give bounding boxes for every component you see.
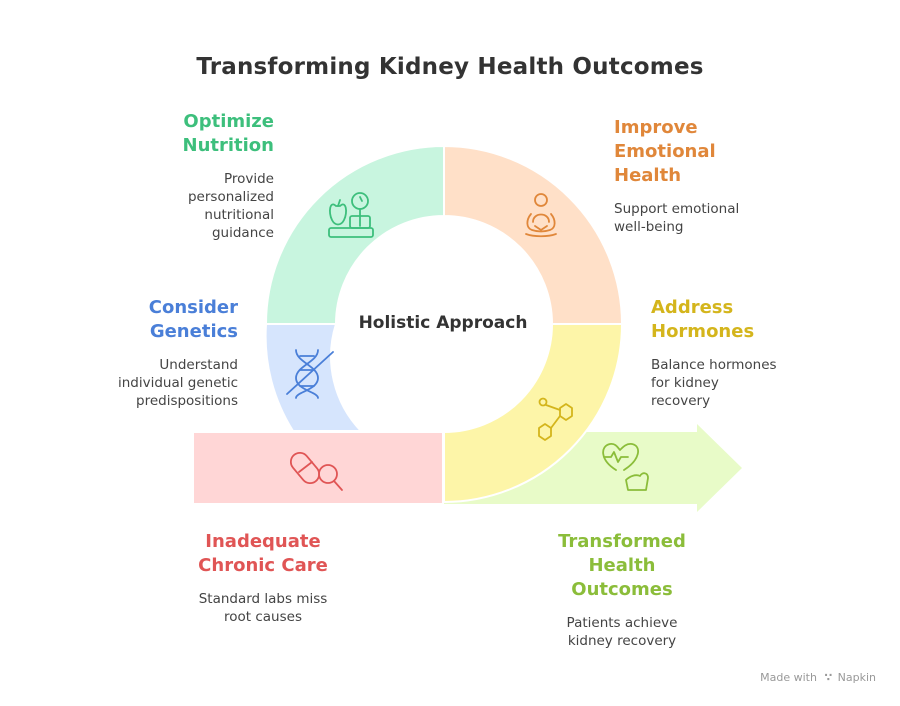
- genetics-heading: Consider Genetics: [148, 297, 238, 342]
- footer-brand: Napkin: [837, 671, 876, 684]
- ring-segment-nutrition: [264, 144, 445, 325]
- chronic-care-heading: Inadequate Chronic Care: [198, 531, 328, 576]
- footer-made-with: Made with: [760, 671, 817, 684]
- heart-strength-icon: [602, 442, 649, 491]
- block-outcomes: Transformed Health Outcomes Patients ach…: [512, 530, 732, 650]
- diagram-title: Transforming Kidney Health Outcomes: [196, 54, 704, 80]
- meditation-icon: [525, 193, 557, 238]
- napkin-logo-icon: ∵: [824, 671, 833, 684]
- ring-segment-hormones: [443, 323, 624, 504]
- nutrition-description: Provide personalized nutritional guidanc…: [187, 171, 274, 241]
- outcomes-heading: Transformed Health Outcomes: [558, 531, 686, 600]
- molecule-icon: [538, 397, 573, 441]
- center-label: Holistic Approach: [358, 313, 528, 333]
- block-genetics: Consider Genetics Understand individual …: [38, 296, 238, 410]
- ring-segment-genetics: [264, 323, 364, 432]
- dna-crossed-icon: [286, 349, 334, 399]
- chronic-care-bar: [192, 431, 444, 505]
- block-hormones: Address Hormones Balance hormones for ki…: [651, 296, 851, 410]
- hormones-description: Balance hormones for kidney recovery: [651, 357, 777, 409]
- genetics-description: Understand individual genetic predisposi…: [117, 357, 238, 409]
- chronic-care-description: Standard labs miss root causes: [198, 591, 328, 625]
- block-emotional: Improve Emotional Health Support emotion…: [614, 116, 814, 236]
- outcomes-description: Patients achieve kidney recovery: [566, 615, 678, 649]
- block-chronic-care: Inadequate Chronic Care Standard labs mi…: [153, 530, 373, 626]
- footer-credit: Made with ∵ Napkin: [760, 671, 876, 684]
- hormones-heading: Address Hormones: [651, 297, 755, 342]
- block-nutrition: Optimize Nutrition Provide personalized …: [74, 110, 275, 242]
- emotional-description: Support emotional well-being: [614, 201, 740, 235]
- nutrition-heading: Optimize Nutrition: [182, 111, 275, 156]
- emotional-heading: Improve Emotional Health: [614, 117, 716, 186]
- pill-search-icon: [289, 451, 343, 491]
- scale-apple-icon: [328, 192, 374, 238]
